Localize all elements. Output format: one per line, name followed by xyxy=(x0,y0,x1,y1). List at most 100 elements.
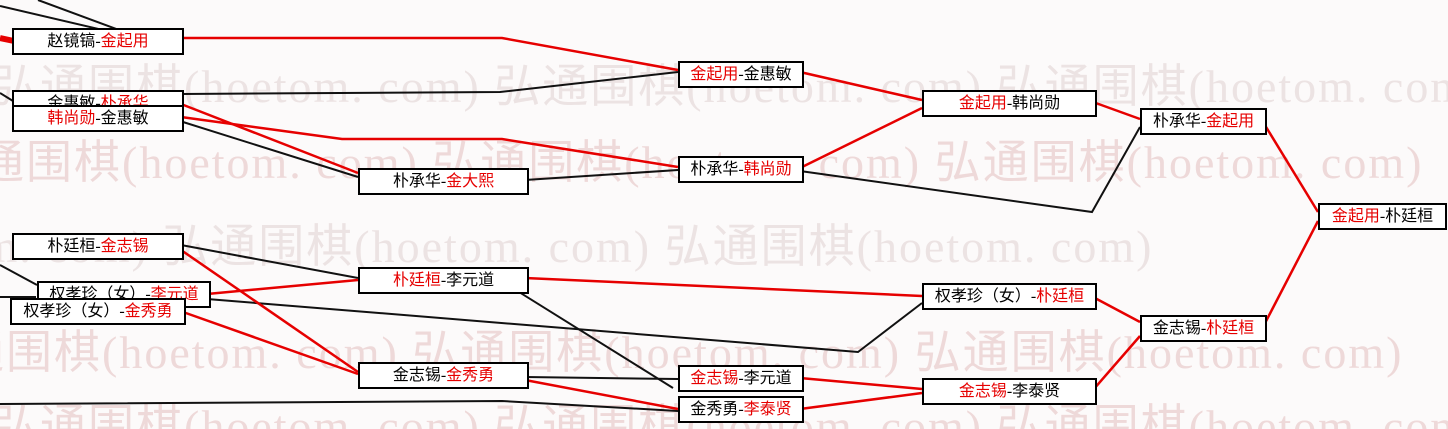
connector-line xyxy=(799,376,923,391)
player-name: 李元道 xyxy=(446,272,495,289)
connector-line xyxy=(1261,121,1320,213)
player-name: 朴廷桓 xyxy=(1385,208,1434,225)
connector-line xyxy=(524,378,679,411)
vs-dash: - xyxy=(738,370,744,387)
player-name: 韩尚勋 xyxy=(1012,95,1061,112)
match-box-r4-kimzhixi-vs-litaixian: 金志锡-李泰贤 xyxy=(922,378,1097,405)
player-name: 李泰贤 xyxy=(1012,383,1061,400)
connector-line xyxy=(799,391,923,411)
vs-dash: - xyxy=(95,238,101,255)
player-name: 韩尚勋 xyxy=(47,110,96,127)
connector-line xyxy=(0,264,38,286)
connector-line xyxy=(799,106,923,170)
vs-dash: - xyxy=(738,401,744,418)
vs-dash: - xyxy=(95,95,101,112)
player-name: 金惠敏 xyxy=(100,110,149,127)
player-name: 金志锡 xyxy=(1152,320,1201,337)
vs-dash: - xyxy=(1200,320,1207,337)
player-name: 朴廷桓 xyxy=(1206,320,1255,337)
connector-line xyxy=(180,248,359,374)
connector-line xyxy=(524,276,923,298)
player-name: 朴承华 xyxy=(1152,113,1201,130)
connector-line xyxy=(206,278,359,296)
player-name: 金秀勇 xyxy=(446,367,495,384)
connector-line xyxy=(180,36,679,72)
connector-line xyxy=(524,169,679,181)
player-name: 朴廷桓 xyxy=(1036,288,1085,305)
match-box-r1-zhao-vs-kimqiyong: 赵镜镐-金起用 xyxy=(12,28,184,55)
player-name: 金秀勇 xyxy=(124,303,173,320)
player-name: 金志锡 xyxy=(100,238,149,255)
match-box-r4-kwon-vs-parktinghuan: 权孝珍（女）-朴廷桓 xyxy=(922,283,1097,310)
match-box-r3-parkchenghua-vs-hanshangxun: 朴承华-韩尚勋 xyxy=(678,156,804,183)
player-name: 金起用 xyxy=(958,95,1007,112)
player-name: 权孝珍（女） xyxy=(23,303,120,320)
connector-line xyxy=(180,244,359,279)
connector-line xyxy=(182,310,359,376)
player-name: 金起用 xyxy=(100,33,149,50)
match-box-r1-hanshangxun-vs-kimhuimin: 韩尚勋-金惠敏 xyxy=(12,105,184,132)
connector-line xyxy=(1092,295,1141,324)
vs-dash: - xyxy=(440,272,447,289)
match-box-r1-parktinghuan-vs-kimzhixi: 朴廷桓-金志锡 xyxy=(12,233,184,260)
vs-dash: - xyxy=(1030,288,1037,305)
connector-line xyxy=(0,92,14,102)
player-name: 金志锡 xyxy=(690,370,739,387)
match-box-r3-kimzhixi-vs-liyuandao: 金志锡-李元道 xyxy=(678,365,804,392)
player-name: 权孝珍（女） xyxy=(934,288,1031,305)
player-name: 金起用 xyxy=(1331,208,1380,225)
connector-line xyxy=(182,121,359,178)
connector-line xyxy=(502,281,674,389)
player-name: 金大熙 xyxy=(446,173,495,190)
match-box-sf-kimzhixi-vs-parktinghuan: 金志锡-朴廷桓 xyxy=(1140,315,1267,342)
match-box-final-kimqiyong-vs-parktinghuan: 金起用-朴廷桓 xyxy=(1318,203,1447,230)
connector-line xyxy=(206,298,923,354)
vs-dash: - xyxy=(95,33,101,50)
vs-dash: - xyxy=(145,286,151,303)
vs-dash: - xyxy=(1200,113,1207,130)
connector-line xyxy=(1092,100,1141,121)
vs-dash: - xyxy=(738,161,744,178)
match-box-r1-kwon-vs-kimxiuyong: 权孝珍（女）-金秀勇 xyxy=(10,298,186,325)
player-name: 赵镜镐 xyxy=(47,33,96,50)
match-box-r3-kimqiyong-vs-kimhuimin: 金起用-金惠敏 xyxy=(678,61,804,88)
vs-dash: - xyxy=(440,173,447,190)
connector-line xyxy=(0,399,679,412)
match-box-r3-kimxiuyong-vs-litaixian: 金秀勇-李泰贤 xyxy=(678,396,804,423)
match-box-r2-parkchenghua-vs-kimdaxi: 朴承华-金大熙 xyxy=(358,168,529,195)
vs-dash: - xyxy=(119,303,125,320)
player-name: 朴承华 xyxy=(392,173,441,190)
player-name: 李泰贤 xyxy=(743,401,792,418)
match-box-r2-kimzhixi-vs-kimxiuyong: 金志锡-金秀勇 xyxy=(358,362,529,389)
player-name: 金起用 xyxy=(690,66,739,83)
player-name: 朴承华 xyxy=(690,161,739,178)
player-name: 朴廷桓 xyxy=(392,272,441,289)
connector-line xyxy=(180,71,679,95)
vs-dash: - xyxy=(1006,383,1013,400)
player-name: 韩尚勋 xyxy=(743,161,792,178)
player-name: 金秀勇 xyxy=(690,401,739,418)
connector-line xyxy=(799,126,1141,214)
vs-dash: - xyxy=(1006,95,1013,112)
player-name: 朴廷桓 xyxy=(47,238,96,255)
vs-dash: - xyxy=(440,367,447,384)
connector-line xyxy=(524,376,679,380)
player-name: 金起用 xyxy=(1206,113,1255,130)
vs-dash: - xyxy=(738,66,744,83)
vs-dash: - xyxy=(95,110,101,127)
match-box-r4-kimqiyong-vs-hanshangxun: 金起用-韩尚勋 xyxy=(922,90,1097,117)
match-box-sf-parkchenghua-vs-kimqiyong: 朴承华-金起用 xyxy=(1140,108,1267,135)
player-name: 金志锡 xyxy=(392,367,441,384)
connector-line xyxy=(799,70,923,102)
player-name: 金志锡 xyxy=(958,383,1007,400)
player-name: 金惠敏 xyxy=(743,66,792,83)
connector-line xyxy=(0,35,15,44)
connector-line xyxy=(1261,220,1320,328)
match-box-r2-parktinghuan-vs-liyuandao: 朴廷桓-李元道 xyxy=(358,267,529,294)
connector-line xyxy=(180,102,359,175)
vs-dash: - xyxy=(1379,208,1386,225)
connector-line xyxy=(180,115,679,169)
player-name: 李元道 xyxy=(743,370,792,387)
